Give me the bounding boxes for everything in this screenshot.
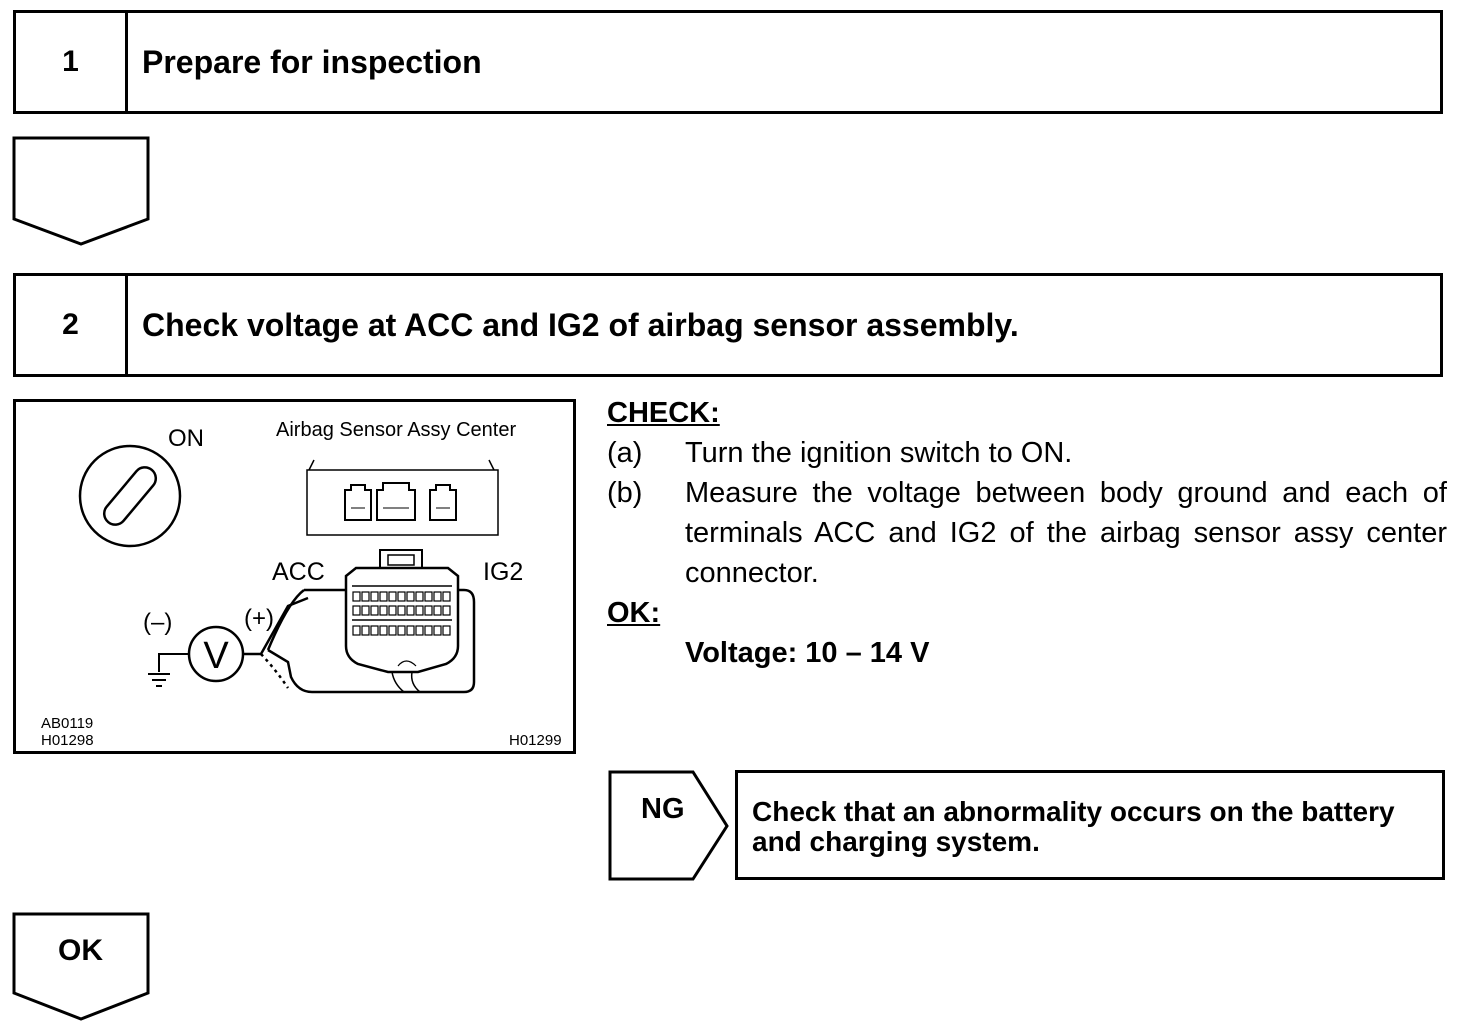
ok-arrow-down-icon <box>12 912 150 1021</box>
negative-lead-label: (–) <box>143 609 172 636</box>
connector-voltage-diagram: ON Airbag Sensor Assy Center ACC IG2 <box>41 419 562 749</box>
voltage-spec: Voltage: 10 – 14 V <box>685 637 930 669</box>
connector-face-icon <box>306 469 499 536</box>
positive-lead-label: (+) <box>244 605 274 632</box>
connector-title-label: Airbag Sensor Assy Center <box>276 419 516 441</box>
check-item-a: (a) Turn the ignition switch to ON. <box>607 433 1447 473</box>
flow-arrow-down-icon <box>12 136 150 246</box>
wire-harness-connector-icon <box>266 549 476 694</box>
step-1-number: 1 <box>16 13 128 111</box>
figure-code-3: H01299 <box>509 732 562 749</box>
check-item-text: Measure the voltage between body ground … <box>685 477 1447 589</box>
check-item-label: (a) <box>607 437 643 469</box>
inspection-diagram: ON Airbag Sensor Assy Center ACC IG2 <box>13 399 576 754</box>
step-2-title: Check voltage at ACC and IG2 of airbag s… <box>142 306 1019 343</box>
check-item-b: (b) Measure the voltage between body gro… <box>607 473 1447 593</box>
check-instructions: CHECK: (a) Turn the ignition switch to O… <box>607 393 1447 673</box>
check-item-text: Turn the ignition switch to ON. <box>685 437 1073 469</box>
ground-symbol-icon <box>148 673 170 687</box>
voltmeter-icon: V <box>187 625 245 683</box>
ok-heading: OK: <box>607 597 661 629</box>
step-2-header: 2 Check voltage at ACC and IG2 of airbag… <box>13 273 1443 377</box>
figure-code-1: AB0119 <box>41 715 93 732</box>
figure-code-2: H01298 <box>41 732 94 749</box>
step-2-number: 2 <box>16 276 128 374</box>
check-item-label: (b) <box>607 477 643 509</box>
step-1-title: Prepare for inspection <box>142 43 482 80</box>
ignition-on-label: ON <box>168 425 204 452</box>
step-1-header: 1 Prepare for inspection <box>13 10 1443 114</box>
ignition-switch-icon <box>78 444 182 548</box>
ig2-terminal-label: IG2 <box>483 558 523 586</box>
ok-result-label: OK <box>58 934 103 967</box>
check-heading: CHECK: <box>607 397 720 429</box>
acc-terminal-label: ACC <box>272 558 325 586</box>
ng-label: NG <box>641 793 685 825</box>
ng-arrow-right-icon <box>608 770 729 881</box>
ng-action-box: Check that an abnormality occurs on the … <box>735 770 1445 880</box>
voltmeter-symbol: V <box>203 635 229 677</box>
